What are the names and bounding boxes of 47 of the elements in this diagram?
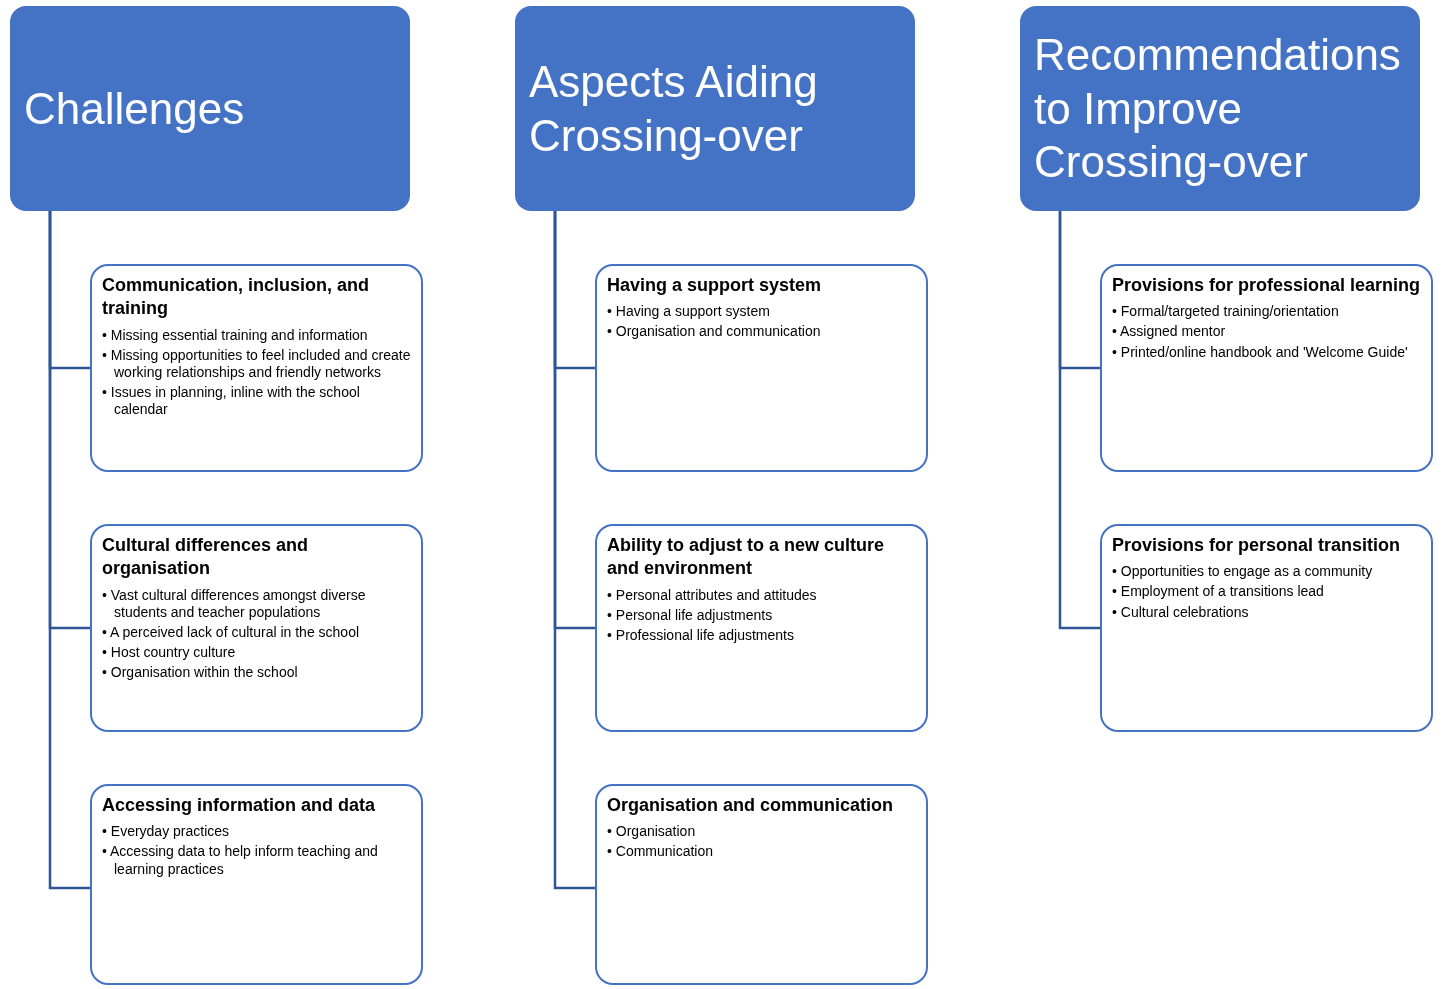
bullet-item: • Printed/online handbook and 'Welcome Guide' bbox=[1112, 343, 1409, 361]
bullet-item: • Accessing data to help inform teaching and learning practices bbox=[102, 843, 379, 878]
box-heading: Ability to adjust to a new culture and environment bbox=[607, 534, 886, 581]
bullet-item: • Missing opportunities to feel included and create working relationships and friendly networks bbox=[102, 346, 411, 381]
box-heading: Cultural differences and organisation bbox=[102, 534, 310, 581]
bullet-item: • Professional life adjustments bbox=[607, 626, 795, 644]
bullet-item: • Personal attributes and attitudes bbox=[607, 586, 818, 604]
category-box bbox=[1100, 264, 1433, 472]
box-heading: Communication, inclusion, and training bbox=[102, 274, 370, 321]
bullet-item: • Missing essential training and information bbox=[102, 326, 369, 344]
bullet-item: • Organisation bbox=[607, 823, 697, 841]
connector-line bbox=[1058, 211, 1100, 630]
box-heading: Provisions for professional learning bbox=[1112, 274, 1421, 297]
category-box bbox=[595, 524, 928, 732]
bullet-item: • Everyday practices bbox=[102, 823, 231, 841]
header-box bbox=[10, 6, 410, 211]
header-box bbox=[515, 6, 915, 211]
column-heading: Recommendations to Improve Crossing-over bbox=[1034, 29, 1402, 189]
box-heading: Provisions for personal transition bbox=[1112, 534, 1402, 557]
bullet-item: • Opportunities to engage as a community bbox=[1112, 563, 1374, 581]
header-box bbox=[1020, 6, 1420, 211]
bullet-item: • Organisation within the school bbox=[102, 664, 299, 682]
category-box bbox=[595, 264, 928, 472]
connector-line bbox=[48, 211, 90, 890]
category-box bbox=[1100, 524, 1433, 732]
category-box bbox=[90, 264, 423, 472]
category-box bbox=[90, 784, 423, 985]
column-heading: Challenges bbox=[24, 82, 245, 135]
bullet-item: • Vast cultural differences amongst diverse students and teacher populations bbox=[102, 586, 367, 621]
bullet-item: • A perceived lack of cultural in the school bbox=[102, 623, 361, 641]
column-heading: Aspects Aiding Crossing-over bbox=[529, 55, 819, 162]
bullet-item: • Formal/targeted training/orientation bbox=[1112, 303, 1340, 321]
bullet-item: • Host country culture bbox=[102, 644, 237, 662]
bullet-item: • Cultural celebrations bbox=[1112, 603, 1250, 621]
category-box bbox=[90, 524, 423, 732]
bullet-item: • Personal life adjustments bbox=[607, 606, 774, 624]
bullet-item: • Assigned mentor bbox=[1112, 323, 1227, 341]
bullet-item: • Organisation and communication bbox=[607, 323, 822, 341]
connector-line bbox=[553, 211, 595, 890]
bullet-item: • Employment of a transitions lead bbox=[1112, 583, 1325, 601]
box-heading: Accessing information and data bbox=[102, 794, 377, 817]
box-heading: Organisation and communication bbox=[607, 794, 895, 817]
category-box bbox=[595, 784, 928, 985]
box-heading: Having a support system bbox=[607, 274, 823, 297]
bullet-item: • Communication bbox=[607, 843, 715, 861]
bullet-item: • Having a support system bbox=[607, 303, 771, 321]
bullet-item: • Issues in planning, inline with the school calendar bbox=[102, 384, 361, 419]
